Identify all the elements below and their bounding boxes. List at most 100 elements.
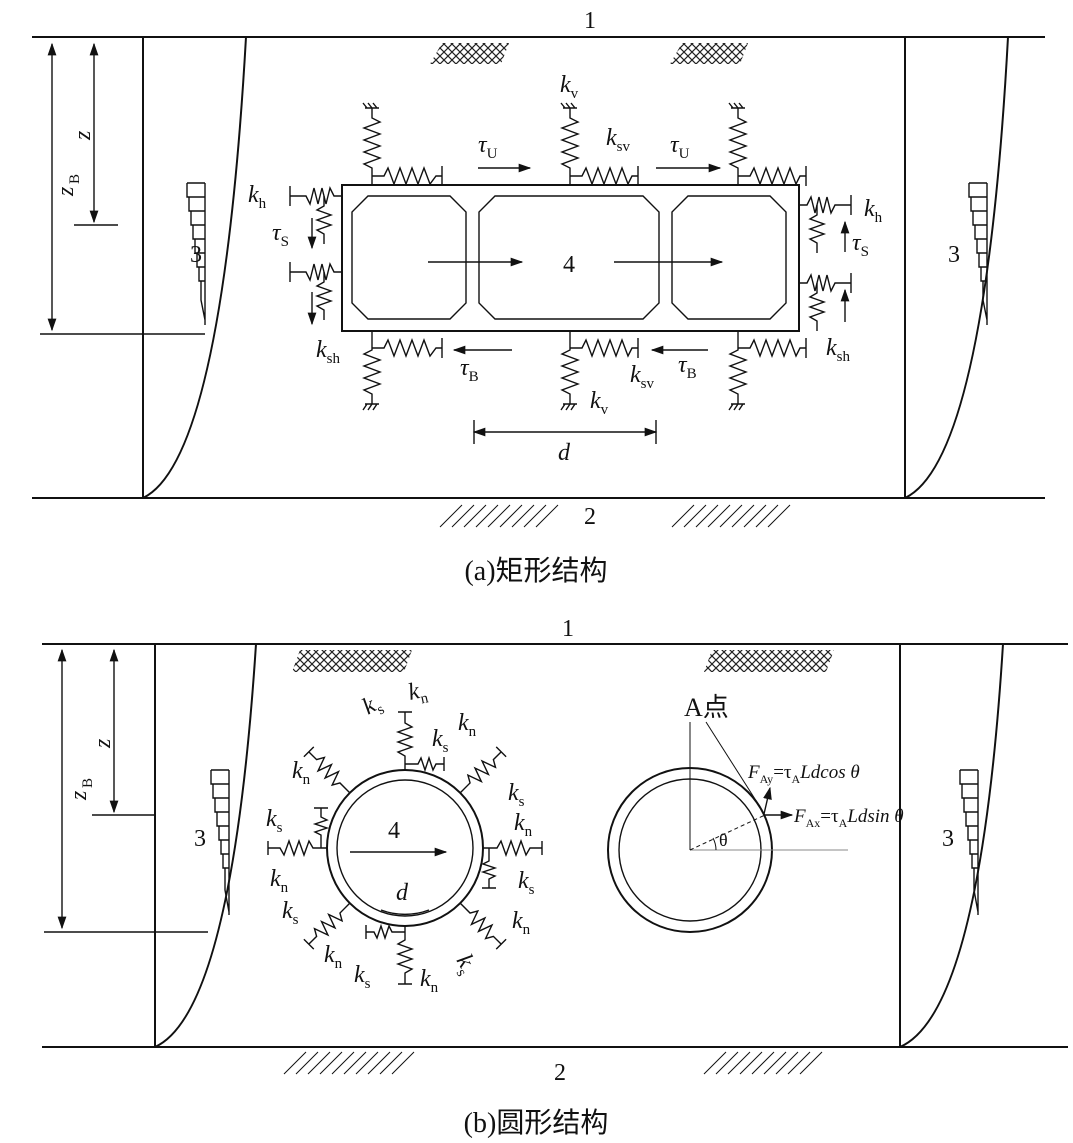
base-hatch xyxy=(439,504,791,528)
label-structure: 4 xyxy=(563,252,575,278)
force-ay-label: FAy=τALdcos θ xyxy=(747,762,860,786)
spring-radial-ll xyxy=(303,902,351,950)
spring-top-v-right xyxy=(728,102,748,185)
spring-left-h-bot xyxy=(289,261,342,283)
spring-top-h-right xyxy=(738,166,807,186)
cell-middle xyxy=(478,195,660,320)
spring-bot-v-right xyxy=(728,331,748,411)
ks-top-label: ks xyxy=(432,726,449,756)
right-soil-profile-b xyxy=(959,769,979,915)
spring-bot-v-left xyxy=(362,331,382,411)
kn-left-lower-label: kn xyxy=(270,866,289,896)
left-soil-profile-b xyxy=(210,769,230,915)
label-base-b: 2 xyxy=(554,1060,566,1086)
tau-b-right-label: τB xyxy=(678,352,697,382)
kn-lr-label: kn xyxy=(512,908,531,938)
caption-a: (a)矩形结构 xyxy=(464,555,607,587)
tau-u-left-label: τU xyxy=(478,132,498,162)
depth-zb-sub-b: B xyxy=(80,778,96,788)
label-surface: 1 xyxy=(584,8,596,34)
force-ax-label: FAx=τALdsin θ xyxy=(793,806,904,830)
springs-a xyxy=(289,102,852,411)
spring-right-v-top xyxy=(807,205,827,253)
spring-top-h-mid xyxy=(570,166,639,186)
label-side-left: 3 xyxy=(190,242,202,268)
spring-tan-top xyxy=(405,755,445,773)
ks-ll-label: ks xyxy=(282,898,299,928)
surface-hatch-left xyxy=(430,43,509,64)
depth-z-label: z xyxy=(70,130,96,141)
spring-radial-ur xyxy=(459,746,507,794)
labels-a: kv ksv kh kh ksh ksh ksv kv τU τU τB τB … xyxy=(248,72,883,418)
kv-top-label: kv xyxy=(560,72,579,102)
spring-top-v-left xyxy=(362,102,382,185)
ksv-bot-label: ksv xyxy=(630,362,654,392)
kv-bot-label: kv xyxy=(590,388,609,418)
ks-left-label: ks xyxy=(266,806,283,836)
label-surface-b: 1 xyxy=(562,616,574,642)
tau-s-left-label: τS xyxy=(272,220,289,250)
spring-tan-bottom xyxy=(365,923,405,941)
circular-structure-inner xyxy=(336,779,474,917)
tau-s-right-label: τS xyxy=(852,230,869,260)
base-hatch-b xyxy=(283,1051,823,1075)
label-side-right-b: 3 xyxy=(942,826,954,852)
point-a-label: A点 xyxy=(684,693,729,722)
spring-bot-v-mid xyxy=(560,331,580,411)
spring-radial-right xyxy=(483,838,543,858)
spring-radial-ul xyxy=(303,746,351,794)
label-side-left-b: 3 xyxy=(194,826,206,852)
panel-a-rectangular: 1 2 z B z 3 3 4 xyxy=(32,8,1045,587)
spring-radial-top xyxy=(395,711,415,770)
force-ay-arrow xyxy=(763,786,772,815)
theta-arc xyxy=(712,837,717,851)
spring-right-v-bot xyxy=(807,283,827,331)
depth-zb-label-b: z xyxy=(66,790,92,801)
cell-right xyxy=(671,195,787,320)
left-displacement-curve xyxy=(142,36,247,499)
kn-ur-label: kn xyxy=(458,710,477,740)
spring-bot-h-mid xyxy=(570,338,639,358)
spring-right-h-top xyxy=(799,194,852,216)
arc-d-label: d xyxy=(396,880,409,906)
spring-radial-left xyxy=(267,838,327,858)
spring-radial-lr xyxy=(459,902,507,950)
spring-tan-left xyxy=(312,807,330,848)
label-base: 2 xyxy=(584,504,596,530)
kn-bottom-left-label: kn xyxy=(324,942,343,972)
cell-left xyxy=(351,195,467,320)
radial-springs xyxy=(267,711,543,985)
pointer-line xyxy=(705,721,763,811)
ksh-left-label: ksh xyxy=(316,337,340,367)
surface-hatch-right xyxy=(670,43,748,64)
tau-u-right-label: τU xyxy=(670,132,690,162)
left-displacement-curve-b xyxy=(154,643,257,1048)
spring-bot-h-left xyxy=(372,338,443,358)
spring-left-h-top xyxy=(289,185,342,207)
kn-right-label: kn xyxy=(514,810,533,840)
spring-top-h-left xyxy=(372,166,443,186)
panel-b-circular: 1 2 z B z 3 3 4 d xyxy=(42,616,1068,1139)
spring-left-v-top xyxy=(314,196,334,244)
width-d-label: d xyxy=(558,440,571,466)
ks-right-upper-label: ks xyxy=(508,780,525,810)
spring-right-h-bot xyxy=(799,272,852,294)
ksh-right-label: ksh xyxy=(826,335,850,365)
kn-top-label: kn xyxy=(406,677,430,710)
label-structure-b: 4 xyxy=(388,818,400,844)
surface-hatch-left-b xyxy=(292,650,412,672)
spring-left-v-bot xyxy=(314,272,334,320)
depth-zb-label: z xyxy=(53,186,79,197)
spring-bot-h-right xyxy=(738,338,807,358)
left-soil-profile xyxy=(186,182,206,325)
theta-small-label: θ xyxy=(719,830,728,850)
ksv-top-label: ksv xyxy=(606,125,630,155)
ks-bottom-right-label: ks xyxy=(447,950,481,979)
kh-left-label: kh xyxy=(248,182,267,212)
right-soil-profile xyxy=(968,182,988,325)
depth-z-label-b: z xyxy=(90,738,116,749)
caption-b: (b)圆形结构 xyxy=(464,1107,609,1139)
label-side-right: 3 xyxy=(948,242,960,268)
tau-b-left-label: τB xyxy=(460,355,479,385)
